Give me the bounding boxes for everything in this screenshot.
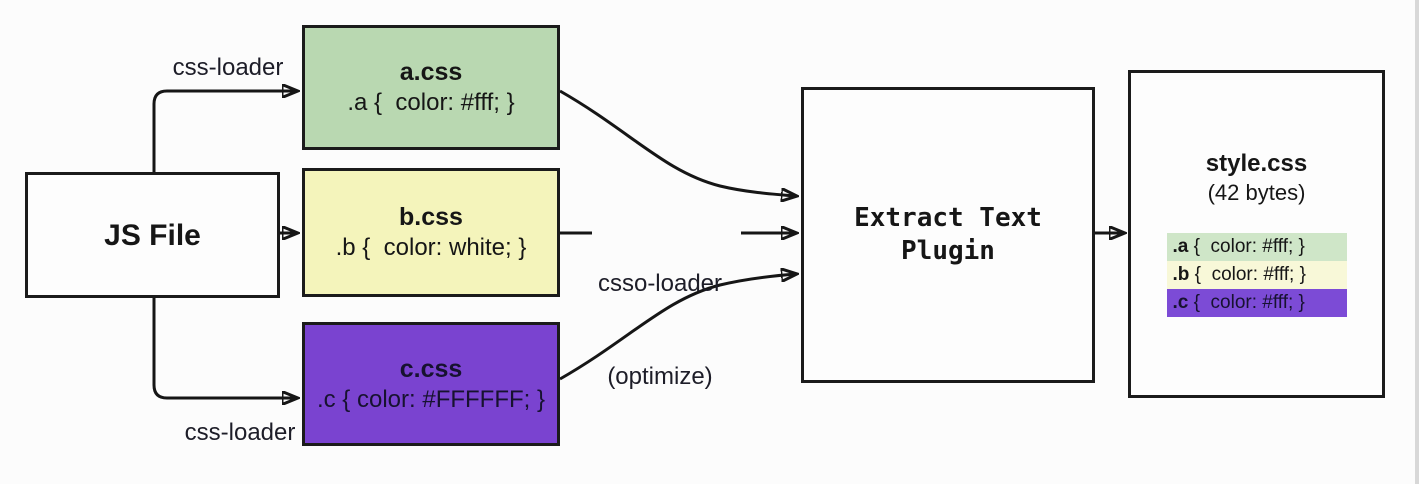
arrow-acss-to-plugin bbox=[559, 89, 796, 196]
output-rule-list: .a { color: #fff; } .b { color: #fff; } … bbox=[1166, 233, 1347, 317]
node-style-css-output: style.css (42 bytes) .a { color: #fff; }… bbox=[1128, 70, 1385, 398]
output-rule-b-selector: .b bbox=[1172, 264, 1190, 285]
node-b-css: b.css .b { color: white; } bbox=[302, 168, 560, 297]
output-rule-a-selector: .a bbox=[1172, 236, 1189, 257]
output-rule-c-selector: .c bbox=[1172, 292, 1189, 313]
arrow-jsfile-to-ccss bbox=[152, 298, 297, 398]
node-js-file: JS File bbox=[25, 172, 280, 298]
c-css-code: .c { color: #FFFFFF; } bbox=[316, 385, 546, 413]
label-csso-loader: csso-loader (optimize) bbox=[560, 206, 760, 454]
node-a-css: a.css .a { color: #fff; } bbox=[302, 25, 560, 150]
output-rule-b: .b { color: #fff; } bbox=[1166, 261, 1347, 289]
output-title: style.css bbox=[1205, 150, 1308, 177]
output-rule-a-code: { color: #fff; } bbox=[1188, 236, 1305, 257]
output-rule-a: .a { color: #fff; } bbox=[1166, 233, 1347, 261]
b-css-title: b.css bbox=[399, 203, 463, 231]
label-css-loader-top: css-loader bbox=[172, 54, 284, 81]
c-css-title: c.css bbox=[399, 354, 463, 383]
arrow-ccss-to-plugin bbox=[559, 274, 796, 381]
output-rule-c: .c { color: #fff; } bbox=[1166, 289, 1347, 317]
label-css-loader-bottom: css-loader bbox=[184, 419, 296, 446]
a-css-code: .a { color: #fff; } bbox=[347, 89, 515, 116]
output-rule-b-code: { color: #fff; } bbox=[1189, 264, 1306, 285]
b-css-code: .b { color: white; } bbox=[335, 234, 527, 261]
label-csso-loader-line2: (optimize) bbox=[607, 363, 713, 390]
extract-plugin-title-line1: Extract Text bbox=[854, 203, 1042, 233]
extract-plugin-title-line2: Plugin bbox=[901, 236, 995, 266]
node-extract-text-plugin: Extract Text Plugin bbox=[801, 87, 1095, 383]
arrow-jsfile-to-acss bbox=[152, 91, 297, 172]
js-file-title: JS File bbox=[104, 218, 201, 252]
frame-right-edge bbox=[1415, 0, 1419, 484]
output-size: (42 bytes) bbox=[1207, 180, 1306, 205]
output-rule-c-code: { color: #fff; } bbox=[1188, 292, 1305, 313]
a-css-title: a.css bbox=[399, 58, 463, 86]
node-c-css: c.css .c { color: #FFFFFF; } bbox=[302, 322, 560, 446]
label-csso-loader-line1: csso-loader bbox=[597, 270, 723, 297]
